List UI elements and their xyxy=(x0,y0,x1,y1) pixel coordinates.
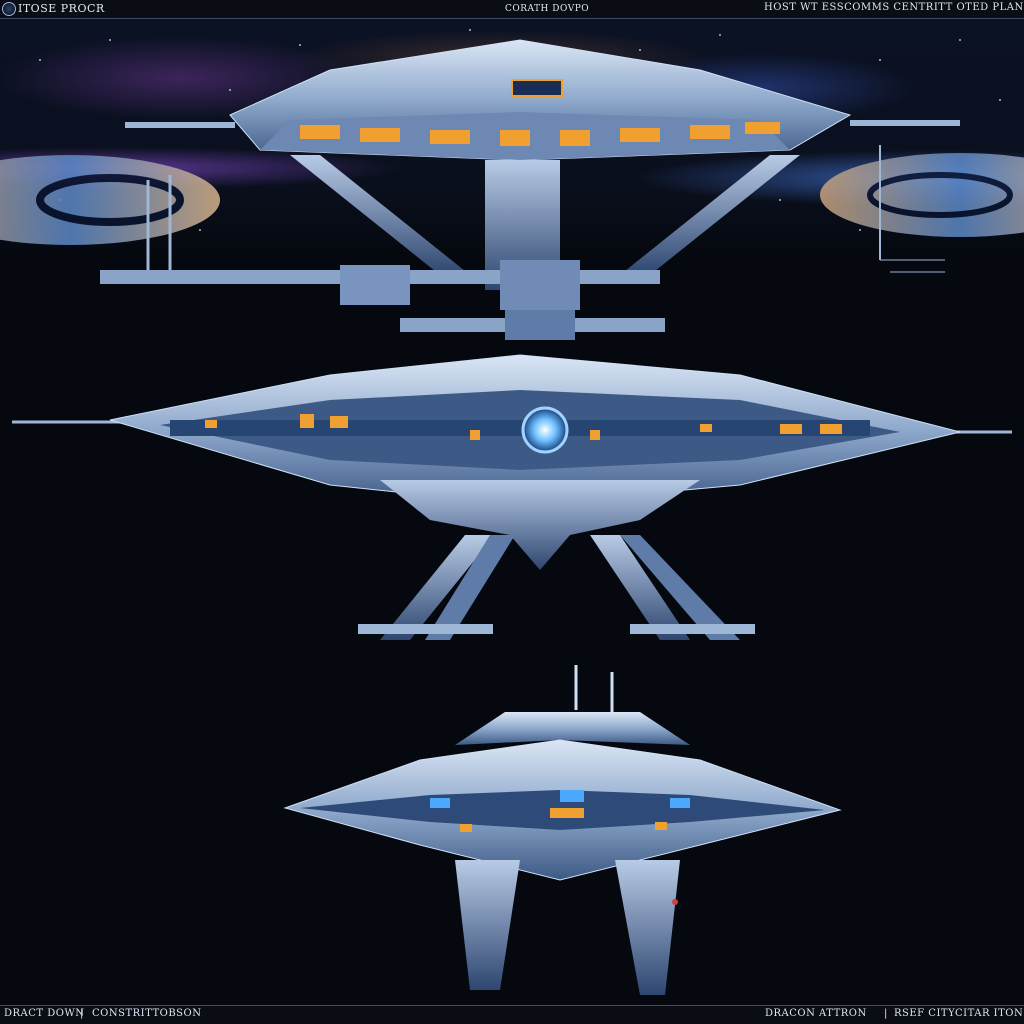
footer-divider-2: | xyxy=(884,1008,888,1019)
planet-right xyxy=(820,153,1024,237)
footer-center-label: CONSTRITTOBSON xyxy=(92,1008,202,1019)
footer-bar: DRACT DOWN | CONSTRITTOBSON DRACON ATTRO… xyxy=(0,1005,1024,1024)
header-center-title: CORATH DOVPO xyxy=(505,4,590,14)
ship-view-front-bottom xyxy=(283,665,842,995)
ship-view-plan-middle xyxy=(12,354,1012,640)
emblem-icon xyxy=(2,2,16,16)
header-left-title: ITOSE PROCR xyxy=(18,2,105,15)
footer-left-label: DRACT DOWN xyxy=(4,1008,85,1019)
planet-left xyxy=(0,155,220,245)
header-right-title: HOST WT ESSCOMMS CENTRITT OTED PLANN xyxy=(764,2,1024,13)
footer-divider: | xyxy=(80,1008,84,1019)
footer-right-label-1: DRACON ATTRON xyxy=(765,1008,867,1019)
ship-view-side-top xyxy=(100,39,960,340)
header-bar: ITOSE PROCR CORATH DOVPO HOST WT ESSCOMM… xyxy=(0,0,1024,19)
footer-right-label-2: RSEF CITYCITAR ITON xyxy=(894,1008,1024,1019)
starfield xyxy=(39,29,1001,231)
